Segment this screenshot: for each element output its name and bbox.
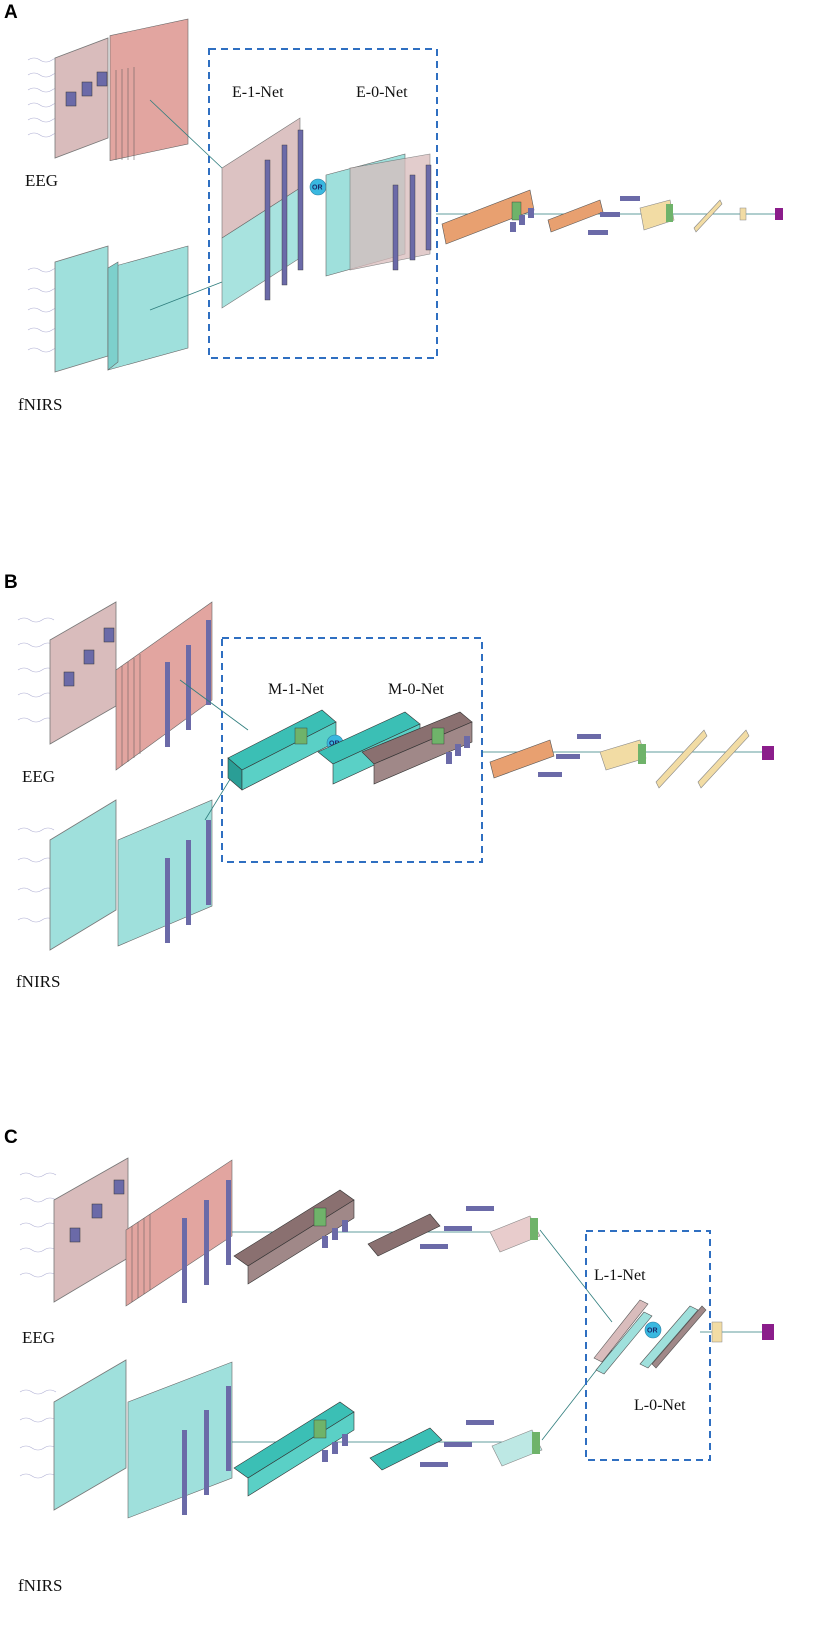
panel-c-output-chain — [700, 1321, 774, 1343]
panel-a-net-1-label: E-1-Net — [232, 84, 284, 101]
panel-c-net-1-label: L-1-Net — [594, 1267, 646, 1284]
panel-b-m0-block — [317, 711, 473, 785]
panel-b-eeg-feature-stack — [115, 601, 213, 771]
panel-b-letter: B — [4, 572, 18, 593]
panel-c-fnirs-branch-chain — [232, 1349, 613, 1497]
panel-a-or-text: OR — [312, 185, 323, 192]
panel-c-letter: C — [4, 1127, 18, 1148]
panel-c-fnirs-input-slab — [53, 1359, 127, 1511]
panel-a: A EEG fNIRS — [4, 2, 783, 414]
panel-b-fnirs-label: fNIRS — [16, 972, 60, 991]
panel-a-connector — [149, 281, 223, 311]
panel-a-eeg-label: EEG — [25, 171, 58, 190]
panel-c-eeg-kernel — [113, 1179, 125, 1195]
panel-b-fnirs-signal — [17, 827, 55, 923]
panel-c-or-text: OR — [647, 1328, 658, 1335]
panel-b: B EEG — [4, 572, 774, 991]
panel-a-fnirs-label: fNIRS — [18, 395, 62, 414]
panel-a-downstream-chain — [436, 189, 783, 245]
panel-b-fusion-box — [221, 637, 483, 863]
panel-a-net-0-label: E-0-Net — [356, 84, 408, 101]
panel-c-l1-block — [593, 1299, 653, 1375]
panel-a-e1-block — [221, 117, 304, 309]
panel-a-fnirs-input-slab — [54, 245, 109, 373]
panel-b-fnirs-input-slab — [49, 799, 117, 951]
panel-b-net-1-label: M-1-Net — [268, 681, 325, 698]
panel-b-eeg-input-slab — [49, 601, 117, 745]
panel-a-fusion-box — [208, 48, 438, 359]
panel-b-eeg-signal — [17, 617, 55, 723]
panel-c-eeg-input-slab — [53, 1157, 129, 1303]
panel-b-connector — [179, 679, 249, 731]
panel-b-eeg-kernel — [103, 627, 115, 643]
panel-a-eeg-kernel — [65, 91, 77, 107]
panel-c-eeg-kernel — [69, 1227, 81, 1243]
panel-b-downstream-chain — [482, 729, 774, 789]
panel-b-fnirs-feature-block — [117, 799, 213, 947]
panel-c-fnirs-signal — [19, 1389, 57, 1479]
panel-c-eeg-kernel — [91, 1203, 103, 1219]
panel-b-eeg-kernel — [63, 671, 75, 687]
panel-c-eeg-branch-chain — [232, 1189, 613, 1323]
panel-a-eeg-input-slab — [54, 37, 109, 159]
panel-b-or-text: OR — [329, 741, 340, 748]
panel-c-l0-block — [639, 1305, 707, 1369]
panel-c-fnirs-feature-block — [127, 1361, 233, 1519]
panel-c-or-circle — [644, 1321, 662, 1339]
panel-a-e0-block — [325, 153, 432, 277]
panel-c-fnirs-label: fNIRS — [18, 1576, 62, 1595]
panel-a-fnirs-feature-block — [107, 245, 189, 371]
panel-c-eeg-signal — [19, 1172, 57, 1278]
panel-a-letter: A — [4, 2, 18, 23]
panel-a-eeg-kernel — [96, 71, 108, 87]
panel-c-fusion-box — [585, 1230, 711, 1461]
panel-c-net-0-label: L-0-Net — [634, 1397, 686, 1414]
panel-a-eeg-feature-stack — [109, 18, 189, 161]
panel-c-eeg-label: EEG — [22, 1328, 55, 1347]
panel-a-eeg-kernel — [81, 81, 93, 97]
panel-b-m1-block — [227, 709, 337, 791]
panel-b-eeg-label: EEG — [22, 767, 55, 786]
panel-c: C EEG — [4, 1127, 774, 1595]
panel-b-eeg-kernel — [83, 649, 95, 665]
panel-b-net-0-label: M-0-Net — [388, 681, 445, 698]
panel-c-eeg-feature-stack — [125, 1159, 233, 1307]
